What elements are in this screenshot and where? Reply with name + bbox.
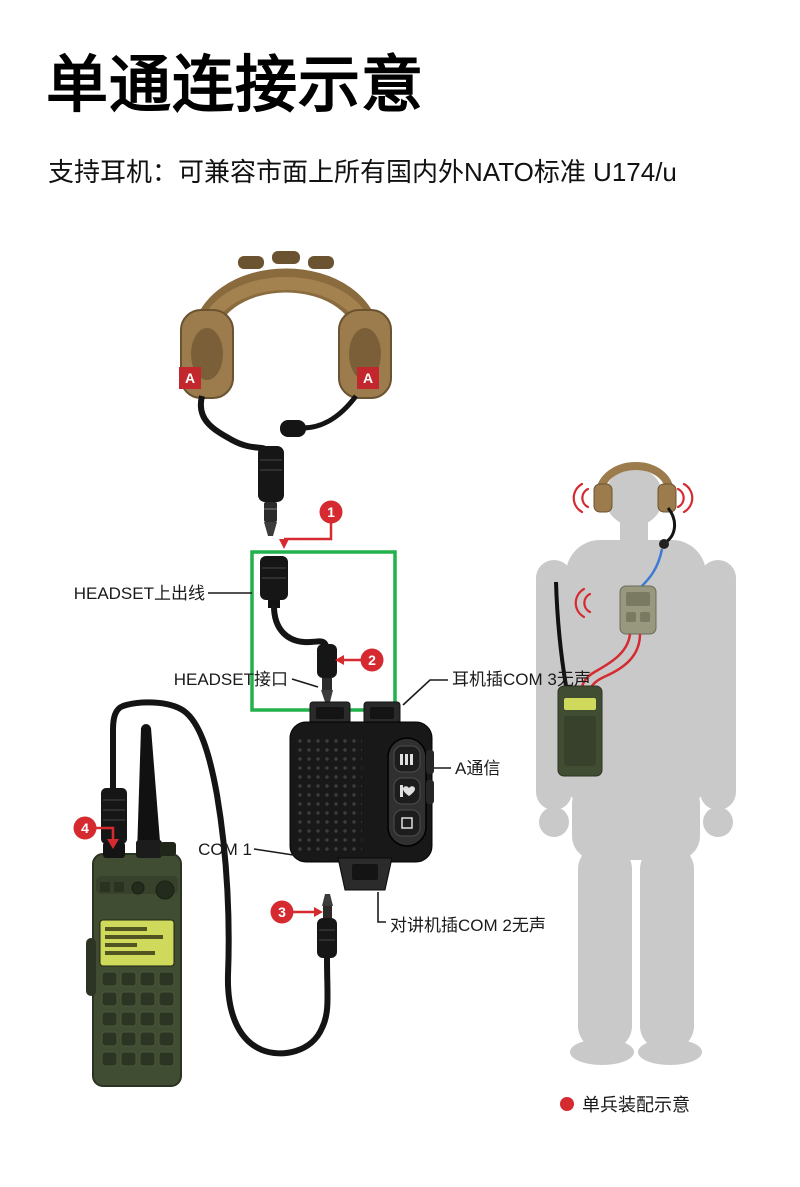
ptt-side-key	[426, 780, 434, 804]
radio-antenna-base	[136, 840, 162, 858]
soldier-right-leg	[640, 845, 694, 1050]
soldier-hips	[572, 780, 700, 860]
headset-port-plug	[317, 644, 337, 702]
svg-text:1: 1	[327, 504, 335, 520]
callout-a-comm: A通信	[455, 759, 500, 778]
step-markers: 1 2 3 4	[73, 500, 384, 924]
legend: 单兵装配示意	[560, 1095, 690, 1115]
earcup-badge-left-label: A	[185, 370, 195, 386]
svg-text:2: 2	[368, 652, 376, 668]
callout-lines	[208, 592, 451, 923]
page-subtitle: 支持耳机：可兼容市面上所有国内外NATO标准 U174/u	[48, 157, 677, 187]
radio-volume-knob	[155, 880, 175, 900]
radio-to-ptt-cable	[110, 699, 331, 1057]
soldier-ptt-device	[619, 585, 657, 635]
wireless-signal-icon	[572, 482, 590, 514]
mic-capsule	[280, 420, 306, 437]
svg-text:3: 3	[278, 904, 286, 920]
soldier-radio	[554, 581, 603, 777]
radio-channel-knob	[131, 881, 145, 895]
ptt-power-button	[393, 809, 421, 837]
radio-antenna	[137, 728, 161, 854]
red-dot-icon	[560, 1097, 574, 1111]
soldier-mic-boom	[665, 507, 676, 544]
earcup-badge-right	[357, 367, 379, 389]
mic-boom	[301, 394, 358, 431]
wireless-signal-icon	[574, 587, 592, 619]
page-title: 单通连接示意	[46, 51, 425, 120]
soldier-right-hand	[703, 807, 733, 837]
soldier-left-hand	[539, 807, 569, 837]
soldier-left-leg	[578, 845, 632, 1050]
callout-com1: COM 1	[198, 840, 252, 859]
callout-com2-mute: 对讲机插COM 2无声	[390, 916, 546, 935]
ptt-volume-button	[393, 745, 421, 773]
ptt-unit	[289, 701, 434, 891]
soldier-mic-capsule	[659, 539, 669, 549]
ptt-side-key	[426, 750, 434, 774]
radio-cable-assembly	[101, 699, 337, 1057]
headset-illustration: A A	[179, 251, 392, 536]
radio-ptt-bar	[86, 938, 96, 996]
radio-keypad	[101, 971, 175, 1067]
headset-plug	[258, 446, 284, 536]
earcup-badge-right-label: A	[363, 370, 373, 386]
marker-2: 2	[335, 648, 384, 672]
soldier-silhouette	[536, 462, 736, 1065]
callout-headset-out: HEADSET上出线	[74, 584, 205, 603]
soldier-right-foot	[638, 1039, 702, 1065]
svg-text:4: 4	[81, 820, 89, 836]
soldier-neck	[620, 512, 648, 542]
soldier-radio-cable	[580, 633, 642, 691]
headset-cable	[197, 395, 270, 453]
adapter-cable	[271, 605, 329, 648]
radio-unit	[86, 724, 182, 1087]
soldier-headset	[593, 462, 677, 589]
soldier-head	[605, 468, 663, 526]
radio-knob	[160, 842, 176, 856]
marker-1: 1	[279, 500, 343, 549]
marker-4: 4	[73, 816, 119, 849]
callout-com3-mute: 耳机插COM 3无声	[452, 670, 591, 689]
soldier-radio-antenna	[554, 581, 568, 687]
soldier-right-arm	[700, 560, 736, 810]
headset-out-connector	[260, 556, 288, 608]
wireless-signal-icon	[676, 482, 694, 514]
radio-side-connector	[101, 788, 127, 844]
ptt-grip-texture	[298, 736, 362, 854]
com1-plug	[317, 894, 337, 958]
soldier-left-foot	[570, 1039, 634, 1065]
callout-headset-port: HEADSET接口	[174, 670, 288, 689]
legend-label: 单兵装配示意	[582, 1095, 690, 1115]
earcup-badge-left	[179, 367, 201, 389]
marker-3: 3	[270, 900, 323, 924]
ptt-mode-button	[393, 777, 421, 805]
radio-audio-jack	[103, 842, 125, 858]
